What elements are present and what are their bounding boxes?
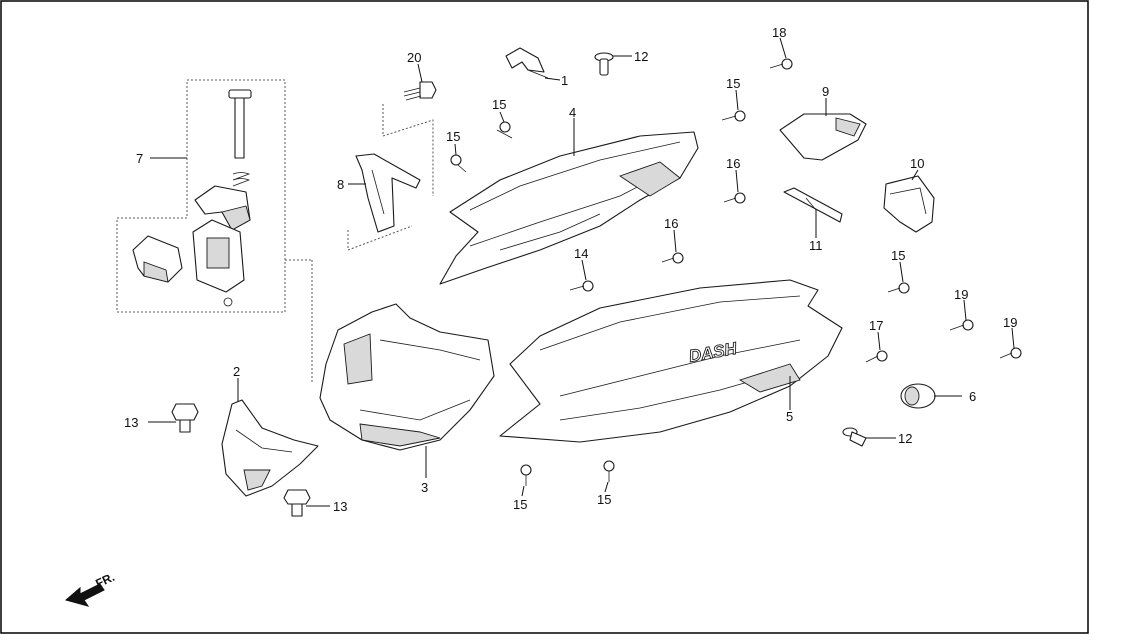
part-8-bracket [355,153,421,233]
callout-12-top: 12 [634,49,648,64]
part-12-rivet-top [594,52,614,76]
callout-9: 9 [822,84,829,99]
part-20-bolt [403,81,437,101]
screw-15-d [887,282,910,294]
callout-18: 18 [772,25,786,40]
callout-19-b: 19 [1003,315,1017,330]
callout-17: 17 [869,318,883,333]
callout-3: 3 [421,480,428,495]
callout-15-a: 15 [492,97,506,112]
callout-11: 11 [809,238,823,253]
screw-19-a [949,319,974,331]
callout-12-bottom: 12 [898,431,912,446]
part-7-latch [194,185,251,231]
callout-1: 1 [561,73,568,88]
part-3-front-cover [319,303,495,451]
screw-16-b [661,252,684,264]
front-direction-arrow: FR. [64,570,117,607]
callout-4: 4 [569,105,576,120]
screw-15-f [603,460,615,482]
callout-8: 8 [337,177,344,192]
part-7-lock-plate [192,219,245,307]
callout-2: 2 [233,364,240,379]
part-10-bracket [883,175,935,233]
part-12-rivet-bottom [842,427,867,447]
screw-19-b [999,347,1022,359]
screw-16-a [723,192,746,204]
screw-14 [569,280,594,292]
part-8-links [347,104,434,251]
screw-15-c [721,110,746,122]
part-13-bolt-left [171,403,199,433]
part-11-stay [783,187,843,223]
part-4-side-cover [439,131,699,285]
part-6-grommet [900,383,936,409]
screw-15-a [496,121,513,139]
callout-6: 6 [969,389,976,404]
part-1-clip [505,47,549,79]
callout-15-c: 15 [726,76,740,91]
screw-18 [769,58,793,70]
part-7-group-box [116,79,313,382]
part-13-bolt-right [283,489,311,517]
part-5-side-cover: DASH [499,279,843,443]
callout-7: 7 [136,151,143,166]
leader-lines [148,37,1015,507]
callout-20: 20 [407,50,421,65]
callout-13-right: 13 [333,499,347,514]
callout-19-a: 19 [954,287,968,302]
callout-15-b: 15 [446,129,460,144]
screw-17 [865,350,888,363]
part-2-front-lower [221,399,319,497]
callout-14: 14 [574,246,588,261]
callout-13-left: 13 [124,415,138,430]
part-9-cover [779,113,867,161]
callout-15-e: 15 [513,497,527,512]
part-7-bracket [132,235,183,283]
callout-5: 5 [786,409,793,424]
front-direction-label: FR. [93,570,116,591]
diagram-frame [0,0,1089,634]
callout-16-a: 16 [726,156,740,171]
callout-16-b: 16 [664,216,678,231]
screw-15-e [520,464,532,486]
callout-15-d: 15 [891,248,905,263]
callout-15-f: 15 [597,492,611,507]
part-7-pin [228,89,252,159]
screw-15-b [450,154,467,173]
part-7-spring [232,172,251,187]
callout-10: 10 [910,156,924,171]
